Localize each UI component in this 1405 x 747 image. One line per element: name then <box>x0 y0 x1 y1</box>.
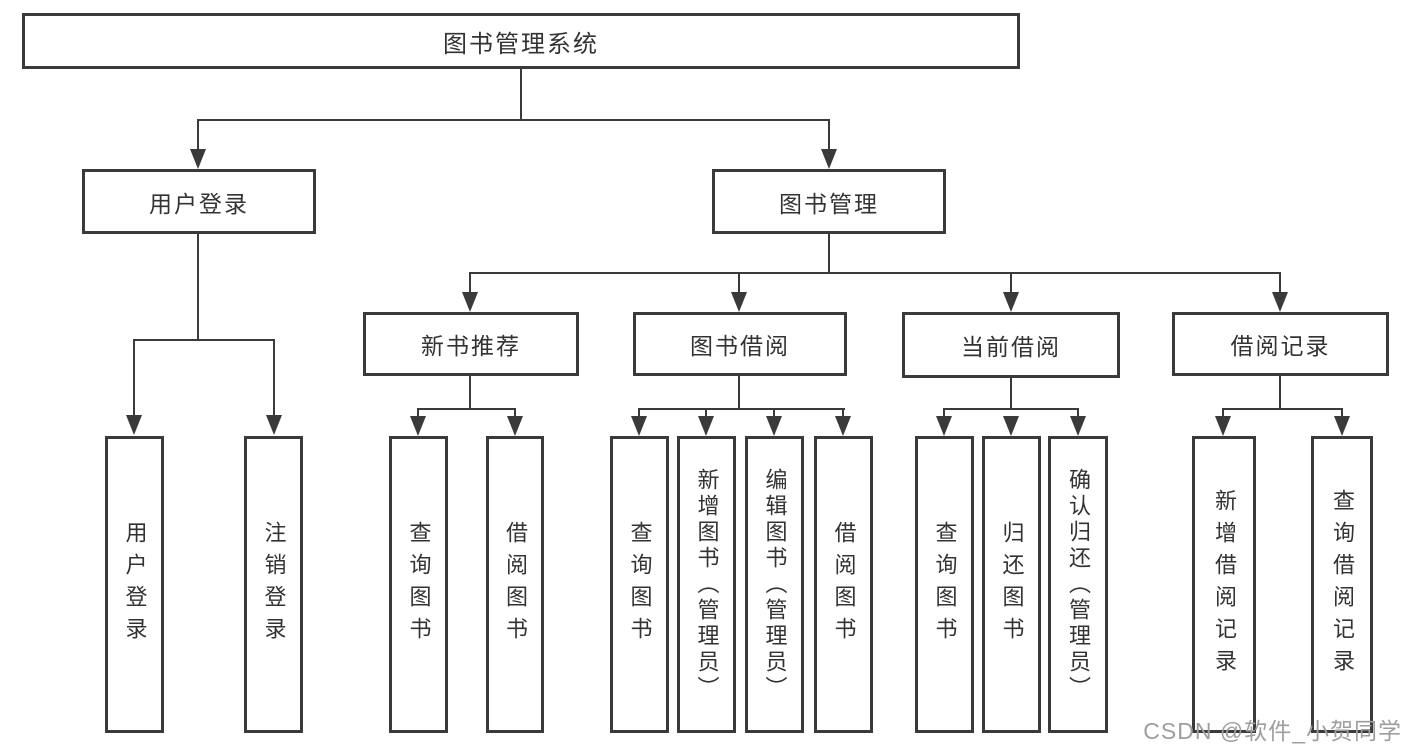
arrow-down-icon <box>126 415 142 435</box>
leaf-label: 查询图书 <box>627 520 653 649</box>
leaf-confirm-return-admin: 确认归还（管理员） <box>1048 436 1108 733</box>
arrow-down-icon <box>507 416 523 436</box>
leaf-label: 注销登录 <box>261 520 287 649</box>
node-label: 用户登录 <box>149 190 249 217</box>
leaf-query-books: 查询图书 <box>915 436 974 733</box>
arrow-down-icon <box>835 416 851 436</box>
leaf-user-login: 用户登录 <box>105 436 164 733</box>
arrow-down-icon <box>698 416 714 436</box>
connector-vline <box>638 408 640 418</box>
arrow-down-icon <box>631 416 647 436</box>
arrow-down-icon <box>1070 416 1086 436</box>
arrow-down-icon <box>410 416 426 436</box>
connector-vline <box>738 376 740 410</box>
arrow-down-icon <box>766 416 782 436</box>
connector-hline <box>638 408 845 410</box>
connector-vline <box>828 234 830 274</box>
connector-vline <box>1010 378 1012 410</box>
leaf-borrow-books: 借阅图书 <box>814 436 873 733</box>
node-label: 当前借阅 <box>961 334 1061 360</box>
arrow-down-icon <box>1003 416 1019 436</box>
leaf-label: 新增借阅记录 <box>1212 488 1237 681</box>
arrow-down-icon <box>1272 292 1288 312</box>
connector-vline <box>1010 272 1012 293</box>
leaf-label: 借阅图书 <box>503 520 528 649</box>
leaf-query-borrow-record: 查询借阅记录 <box>1311 436 1373 733</box>
connector-vline <box>417 408 419 418</box>
watermark: CSDN @软件_小贺同学 <box>1143 718 1402 744</box>
connector-vline <box>133 339 135 415</box>
arrow-down-icon <box>731 292 747 312</box>
connector-vline <box>842 408 844 418</box>
leaf-label: 归还图书 <box>999 520 1025 649</box>
connector-vline <box>1077 408 1079 418</box>
node-book-management: 图书管理 <box>712 169 946 234</box>
leaf-borrow-books: 借阅图书 <box>486 436 544 733</box>
node-book-borrowing: 图书借阅 <box>633 312 847 376</box>
connector-hline <box>1222 408 1343 410</box>
arrow-down-icon <box>1215 416 1231 436</box>
arrow-down-icon <box>1334 416 1350 436</box>
connector-vline <box>1279 272 1281 293</box>
arrow-down-icon <box>1003 292 1019 312</box>
connector-vline <box>469 272 471 293</box>
node-label: 图书借阅 <box>690 333 790 359</box>
node-label: 新书推荐 <box>421 333 521 359</box>
leaf-logout: 注销登录 <box>244 436 303 733</box>
node-root: 图书管理系统 <box>22 13 1020 69</box>
leaf-label: 查询借阅记录 <box>1330 488 1355 681</box>
leaf-label: 编辑图书（管理员） <box>762 467 788 702</box>
connector-vline <box>197 119 199 150</box>
connector-hline <box>417 408 516 410</box>
arrow-down-icon <box>936 416 952 436</box>
connector-hline <box>197 119 830 121</box>
node-user-login: 用户登录 <box>82 169 316 234</box>
leaf-edit-books-admin: 编辑图书（管理员） <box>745 436 804 733</box>
leaf-label: 查询图书 <box>932 520 958 649</box>
connector-vline <box>520 68 522 121</box>
connector-vline <box>514 408 516 418</box>
arrow-down-icon <box>821 149 837 169</box>
leaf-add-books-admin: 新增图书（管理员） <box>677 436 736 733</box>
connector-vline <box>943 408 945 418</box>
node-label: 图书管理系统 <box>443 30 599 58</box>
node-new-book-recommend: 新书推荐 <box>363 312 579 376</box>
leaf-query-books: 查询图书 <box>389 436 448 733</box>
arrow-down-icon <box>190 149 206 169</box>
arrow-down-icon <box>266 415 282 435</box>
connector-vline <box>1279 376 1281 410</box>
leaf-return-books: 归还图书 <box>982 436 1041 733</box>
connector-vline <box>197 234 199 341</box>
connector-vline <box>773 408 775 418</box>
node-label: 图书管理 <box>779 190 879 217</box>
connector-vline <box>1222 408 1224 418</box>
connector-vline <box>828 119 830 150</box>
connector-vline <box>1341 408 1343 418</box>
leaf-label: 借阅图书 <box>831 520 857 649</box>
leaf-query-books: 查询图书 <box>610 436 669 733</box>
node-current-borrowing: 当前借阅 <box>902 312 1120 378</box>
arrow-down-icon <box>462 292 478 312</box>
node-label: 借阅记录 <box>1230 333 1331 359</box>
leaf-add-borrow-record: 新增借阅记录 <box>1192 436 1256 733</box>
leaf-label: 用户登录 <box>122 520 148 649</box>
connector-hline <box>943 408 1079 410</box>
connector-hline <box>133 339 275 341</box>
connector-vline <box>273 339 275 415</box>
connector-vline <box>705 408 707 418</box>
node-borrow-records: 借阅记录 <box>1172 312 1389 376</box>
leaf-label: 新增图书（管理员） <box>694 467 720 702</box>
connector-vline <box>469 376 471 410</box>
leaf-label: 确认归还（管理员） <box>1066 467 1091 702</box>
connector-hline <box>469 272 1281 274</box>
leaf-label: 查询图书 <box>406 520 432 649</box>
connector-vline <box>738 272 740 293</box>
